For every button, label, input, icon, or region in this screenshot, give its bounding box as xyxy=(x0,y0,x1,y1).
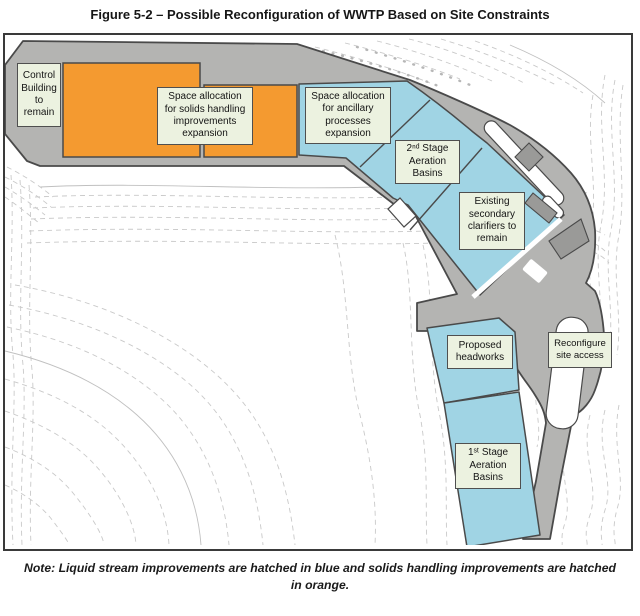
contour-lines xyxy=(5,38,624,545)
label-stage2-aeration: 2ⁿᵈ Stage Aeration Basins xyxy=(395,140,460,184)
band-white-notch xyxy=(387,197,417,228)
site-plan-map: Control Building to remain Space allocat… xyxy=(3,33,633,551)
stage2-clarifiers-divider xyxy=(409,147,483,231)
label-proposed-headworks: Proposed headworks xyxy=(447,335,513,369)
figure-title: Figure 5-2 – Possible Reconfiguration of… xyxy=(90,7,550,22)
label-solids-expansion: Space allocation for solids handling imp… xyxy=(157,87,253,145)
label-control-building: Control Building to remain xyxy=(17,63,61,127)
label-reconfigure-access: Reconfigure site access xyxy=(548,332,612,368)
label-ancillary-expansion: Space allocation for ancillary processes… xyxy=(305,87,391,144)
label-stage1-aeration: 1ˢᵗ Stage Aeration Basins xyxy=(455,443,521,489)
figure-note: Note: Liquid stream improvements are hat… xyxy=(24,561,616,593)
structure-block-3 xyxy=(548,218,590,260)
label-secondary-clarifiers: Existing secondary clarifiers to remain xyxy=(459,192,525,250)
structure-block-2 xyxy=(524,192,558,224)
structure-block-1 xyxy=(514,142,544,172)
junction-separator xyxy=(471,217,563,299)
ancillary-stage2-divider xyxy=(359,99,431,168)
junction-notch xyxy=(522,259,548,283)
